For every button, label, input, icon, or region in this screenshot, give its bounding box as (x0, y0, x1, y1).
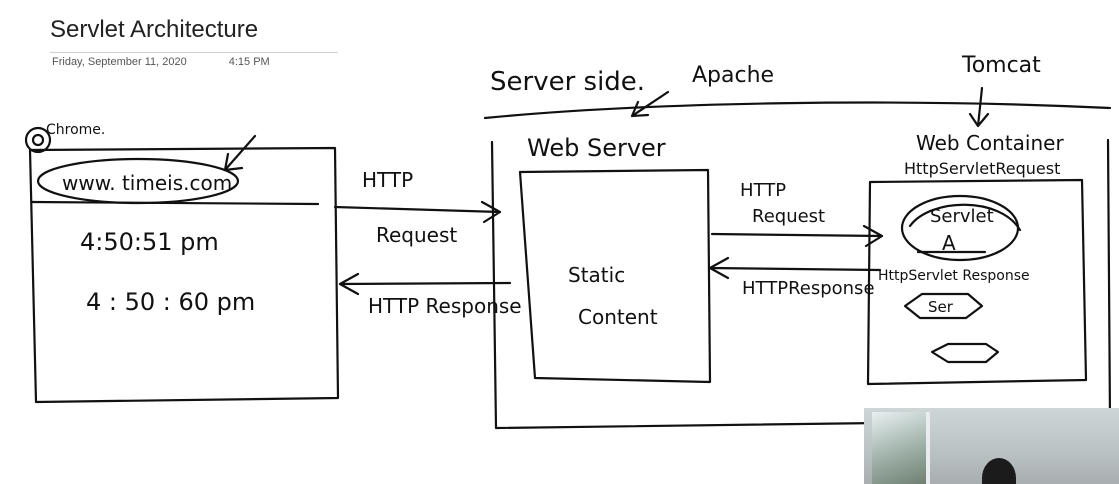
webcam-overlay (864, 408, 1119, 484)
apache-pointer-arrow (630, 90, 670, 118)
container-request-label-request: Request (752, 206, 825, 227)
servlet-a-label: A (942, 231, 956, 255)
chrome-label: Chrome. (46, 122, 105, 138)
server-to-container-request-arrow (710, 224, 884, 248)
webcam-presenter (982, 458, 1016, 484)
url-pointer-arrow (223, 134, 257, 172)
server-side-box (490, 138, 1112, 430)
page-date: Friday, September 11, 2020 (52, 56, 187, 68)
page-title: Servlet Architecture (50, 16, 259, 43)
web-container-label: Web Container (916, 131, 1064, 155)
web-server-label: Web Server (527, 134, 666, 162)
web-container-box (866, 178, 1088, 386)
response-label: HTTP Response (368, 294, 522, 318)
ser-hexagon (903, 292, 984, 320)
ser-label: Ser (928, 298, 954, 316)
request-label-http: HTTP (362, 168, 413, 192)
tomcat-pointer-arrow (968, 86, 990, 128)
http-servlet-response-label: HttpServlet Response (878, 268, 1030, 284)
time-readout-1: 4:50:51 pm (80, 228, 219, 256)
static-content-line-1: Static (568, 263, 625, 287)
webcam-window-background (872, 412, 930, 484)
container-to-server-response-arrow (708, 256, 882, 280)
client-browser-box (28, 146, 340, 404)
container-request-label-http: HTTP (740, 180, 786, 201)
request-arrow (333, 200, 502, 224)
http-servlet-request-label: HttpServletRequest (904, 159, 1060, 178)
container-response-label: HTTPResponse (742, 278, 875, 299)
client-address-divider (30, 200, 320, 206)
chrome-logo-icon (24, 126, 52, 154)
empty-hexagon (930, 342, 1000, 364)
static-content-line-2: Content (578, 305, 658, 329)
time-readout-2: 4 : 50 : 60 pm (86, 288, 255, 316)
page-meta: Friday, September 11, 2020 4:15 PM (52, 56, 270, 68)
servlet-label: Servlet (930, 206, 994, 227)
tomcat-label: Tomcat (961, 53, 1041, 78)
request-label-request: Request (376, 223, 457, 247)
url-text: www. timeis.com (62, 171, 232, 195)
title-divider (50, 52, 338, 53)
apache-label: Apache (692, 63, 774, 88)
response-arrow (338, 272, 512, 296)
page-time: 4:15 PM (228, 56, 270, 68)
web-server-box (518, 168, 712, 384)
server-side-top-line (483, 101, 1112, 120)
url-ellipse (36, 157, 240, 205)
server-side-label: Server side. (490, 67, 645, 97)
